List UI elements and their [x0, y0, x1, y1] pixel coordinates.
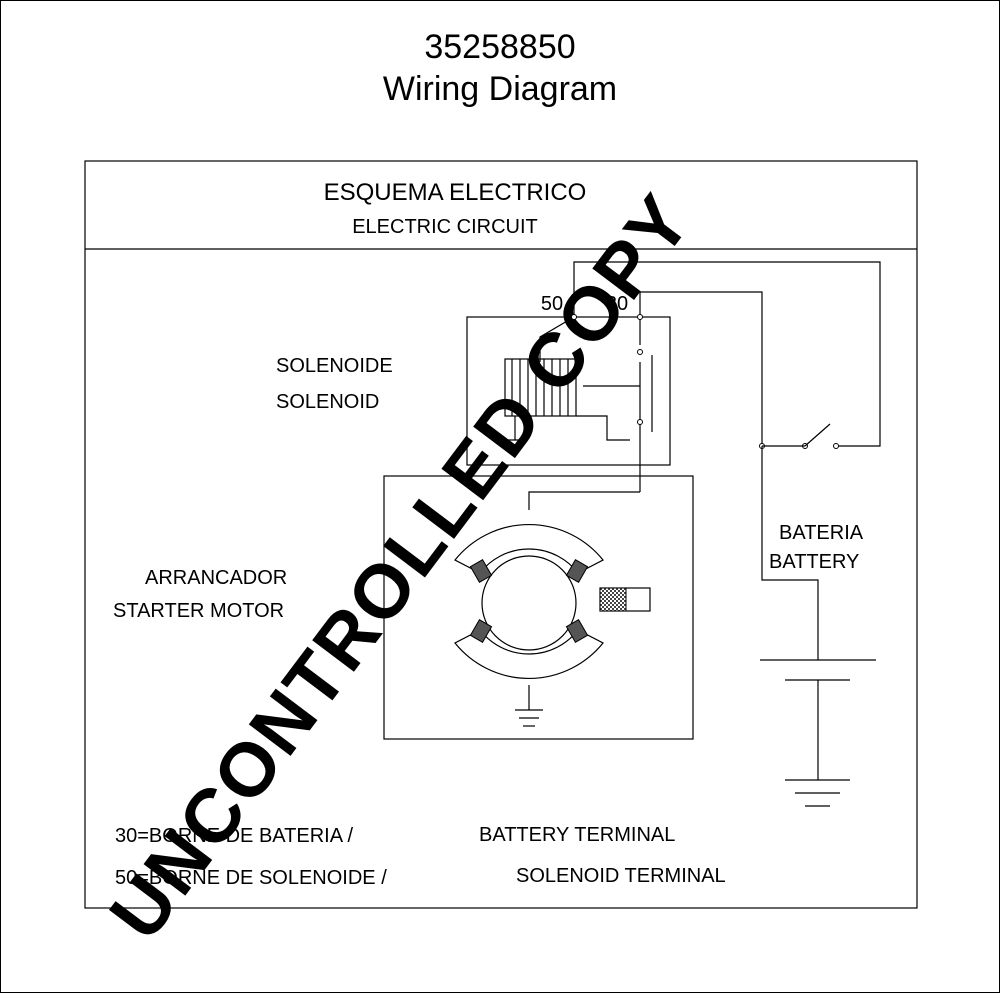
- solenoid: [466, 261, 881, 492]
- terminal-50-label: 50: [541, 293, 563, 315]
- legend-terminal-50-es: 50=BORNE DE SOLENOIDE /: [115, 867, 387, 889]
- armature: [481, 555, 577, 651]
- document-title: Wiring Diagram: [382, 70, 618, 108]
- solenoid-box: [466, 316, 671, 466]
- lower-pole-shoe: [454, 629, 604, 679]
- starter-motor: [383, 475, 694, 740]
- starter-label-en: STARTER MOTOR: [113, 600, 284, 622]
- legend-terminal-50-en: SOLENOID TERMINAL: [516, 865, 726, 887]
- legend-terminal-30-en: BATTERY TERMINAL: [479, 824, 675, 846]
- battery-label-es: BATERIA: [779, 522, 864, 544]
- diagram-frame: [84, 160, 918, 909]
- starter-label-es: ARRANCADOR: [145, 567, 287, 589]
- solenoid-label-en: SOLENOID: [276, 391, 379, 413]
- solenoid-label-es: SOLENOIDE: [276, 355, 393, 377]
- battery-label-en: BATTERY: [769, 551, 859, 573]
- part-number: 35258850: [424, 28, 576, 66]
- ignition-switch: [762, 423, 831, 447]
- upper-pole-shoe: [454, 524, 604, 574]
- starter-box: [383, 475, 694, 740]
- header-title-en: ELECTRIC CIRCUIT: [352, 216, 538, 238]
- header-title-es: ESQUEMA ELECTRICO: [324, 179, 587, 206]
- terminal-30-label: 30: [606, 293, 628, 315]
- starter-brushes: [469, 559, 627, 643]
- battery-symbol: [760, 446, 876, 807]
- legend-terminal-30-es: 30=BORNE DE BATERIA /: [115, 825, 353, 847]
